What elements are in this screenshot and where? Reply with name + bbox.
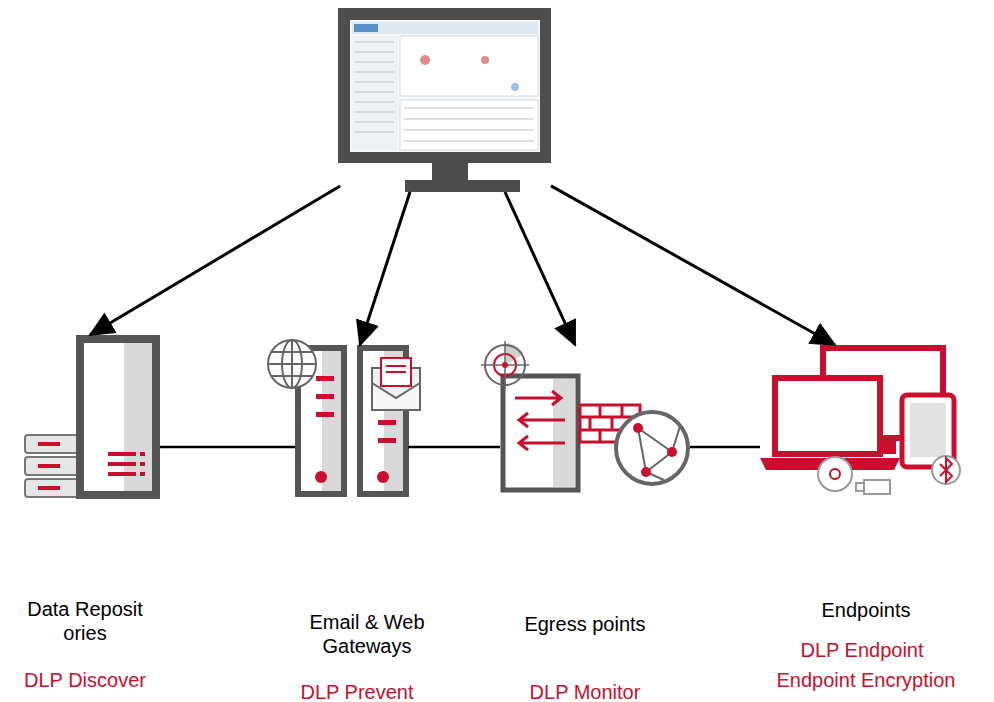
location-label: Data Reposit ories: [20, 597, 150, 645]
network-link: [160, 446, 295, 449]
gateway-node: Email & Web GatewaysDLP Prevent: [295, 345, 408, 497]
management-arrow: [551, 186, 835, 345]
management-arrow: [505, 192, 575, 345]
product-name: DLP Prevent: [257, 680, 457, 702]
location-label: Email & Web Gateways: [302, 610, 432, 658]
console-monitor: [338, 8, 551, 192]
location-label: Endpoints: [766, 598, 966, 622]
endpoint-node: EndpointsDLP EndpointEndpoint Encryption: [760, 345, 975, 500]
location-label: Egress points: [495, 612, 675, 636]
product-name: DLP Monitor: [485, 680, 685, 702]
product-name: DLP Discover: [0, 668, 185, 692]
repository-node: Data Reposit oriesDLP Discover: [20, 335, 160, 500]
egress-node: Egress pointsDLP Monitor: [500, 345, 690, 495]
network-link: [690, 446, 760, 449]
management-arrow: [90, 186, 340, 335]
management-arrow: [360, 192, 410, 345]
product-name: Endpoint Encryption: [751, 668, 981, 692]
endpoints-illustration: [760, 348, 960, 494]
gateway-illustration: [268, 340, 420, 494]
monitor-illustration: [338, 8, 551, 192]
egress-illustration: [481, 341, 688, 490]
repository-illustration: [25, 339, 156, 497]
network-link: [408, 446, 500, 449]
product-name: DLP Endpoint: [752, 638, 972, 662]
